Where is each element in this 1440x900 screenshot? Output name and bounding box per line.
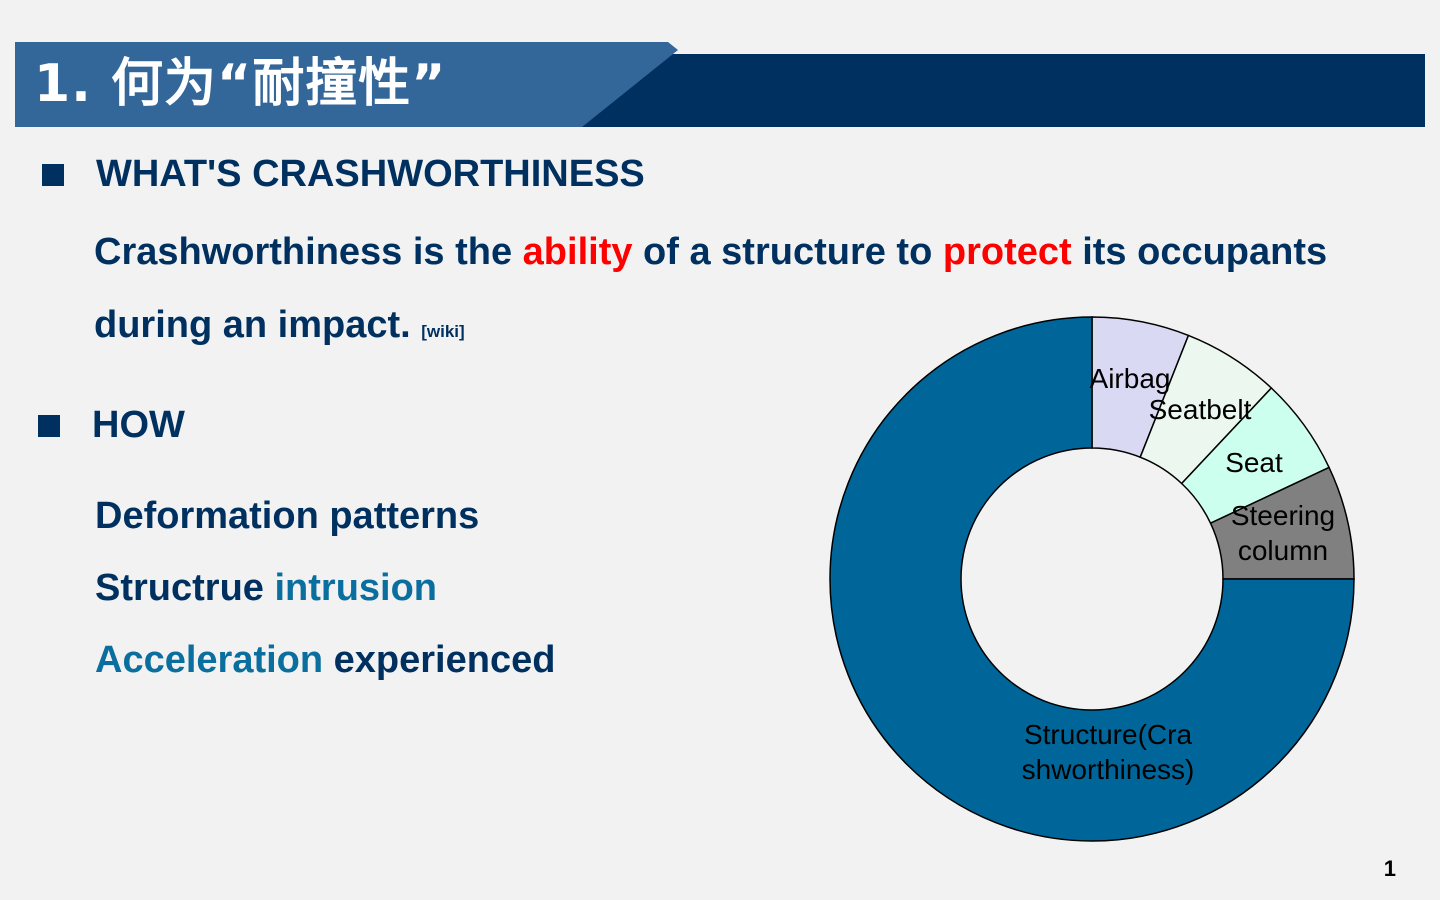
how-item-intrusion-text: Structrue (95, 567, 275, 609)
how-item-intrusion-highlight: intrusion (274, 567, 438, 609)
wiki-reference: [wiki] (421, 322, 465, 341)
definition-text-a: Crashworthiness is the (94, 231, 523, 273)
section-heading-how: HOW (92, 404, 185, 446)
donut-label-seat: Seat (1225, 447, 1283, 478)
definition-text-d: during an impact. (94, 304, 422, 346)
donut-slice-structure-crashworthiness (829, 316, 1355, 842)
definition-line-2: during an impact. [wiki] (94, 303, 465, 354)
how-item-intrusion: Structrue intrusion (95, 566, 437, 610)
how-item-acceleration-text: experienced (323, 639, 556, 681)
how-item-acceleration-highlight: Acceleration (95, 639, 324, 681)
title-bar-light-band (15, 42, 678, 127)
bullet-square-2 (38, 415, 60, 437)
section-heading-crashworthiness: WHAT'S CRASHWORTHINESS (96, 153, 645, 195)
donut-label-seatbelt: Seatbelt (1149, 394, 1252, 425)
title-bar-dark-band (580, 54, 1425, 127)
definition-highlight-protect: protect (942, 231, 1072, 273)
donut-label-airbag: Airbag (1090, 363, 1171, 394)
definition-line-1: Crashworthiness is the ability of a stru… (94, 230, 1327, 274)
page-number: 1 (1383, 856, 1396, 881)
bullet-square-1 (42, 164, 64, 186)
definition-text-c: its occupants (1071, 231, 1328, 273)
title-bar (15, 42, 1425, 127)
page-title: 1. 何为“耐撞性” (34, 54, 447, 114)
definition-highlight-ability: ability (522, 231, 633, 273)
definition-text-b: of a structure to (632, 231, 943, 273)
how-item-acceleration: Acceleration experienced (95, 638, 555, 682)
how-item-deformation: Deformation patterns (95, 495, 480, 537)
